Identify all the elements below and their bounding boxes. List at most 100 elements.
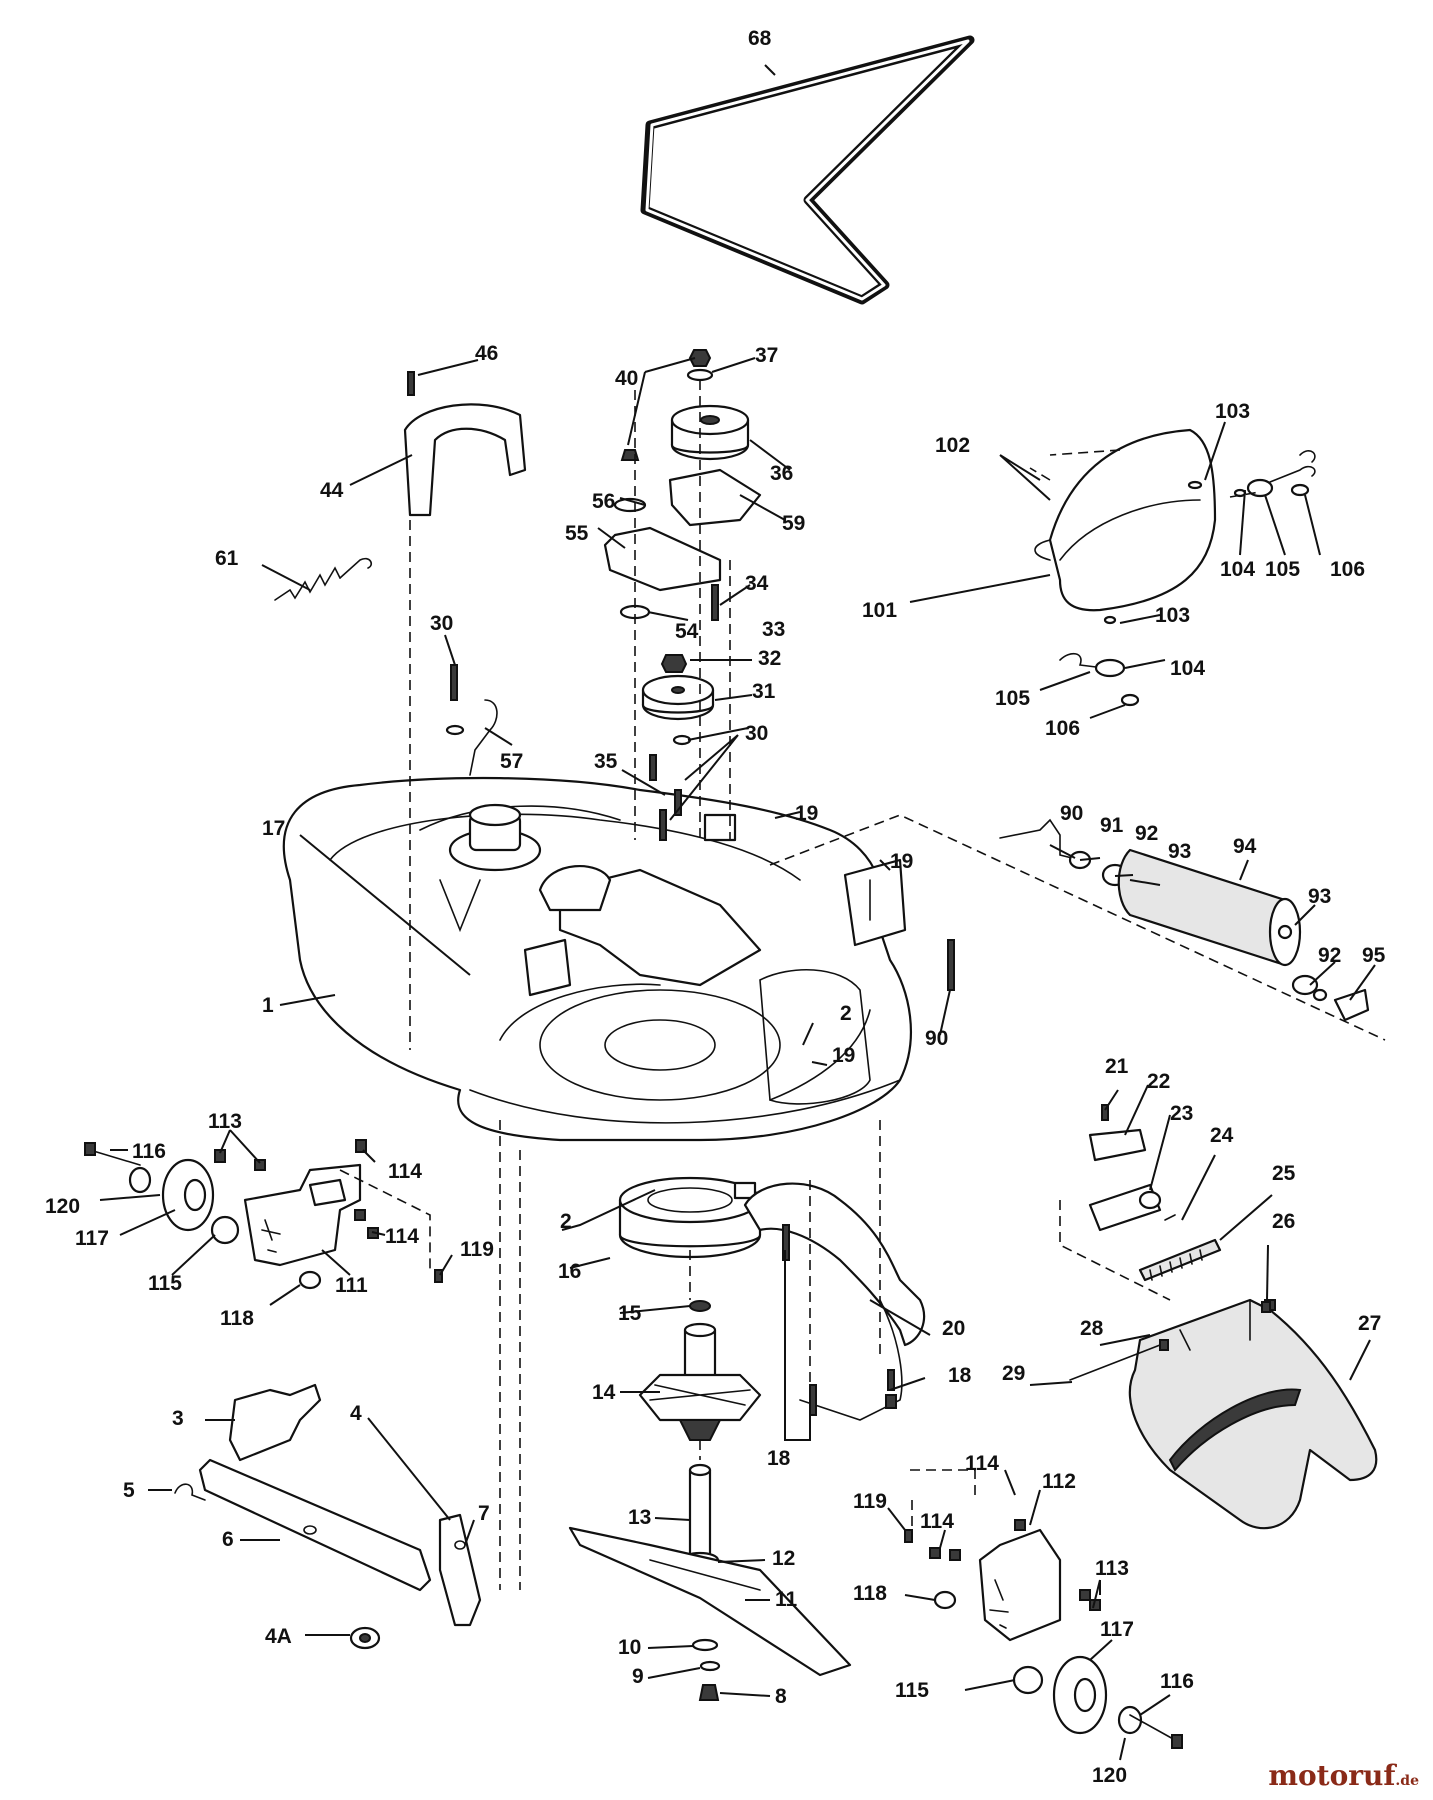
callout-21: 21 (1105, 1055, 1129, 1078)
watermark-logo: motoruf.de (1268, 1759, 1419, 1792)
callout-56: 56 (592, 490, 615, 513)
callout-59: 59 (782, 512, 805, 535)
rod-part-29 (1069, 1339, 1169, 1381)
callout-40: 40 (615, 367, 638, 390)
callout-2: 2 (840, 1002, 852, 1025)
callout-101: 101 (862, 599, 897, 622)
spring-part-25 (1138, 1214, 1222, 1282)
callout-102: 102 (935, 434, 970, 457)
callout-13: 13 (628, 1506, 651, 1529)
callout-106: 106 (1330, 558, 1365, 581)
callout-104: 104 (1220, 558, 1255, 581)
callout-36: 36 (770, 462, 793, 485)
callout-27: 27 (1358, 1312, 1381, 1335)
callout-8: 8 (775, 1685, 787, 1708)
callout-29: 29 (1002, 1362, 1025, 1385)
baffle-part-20 (743, 1182, 926, 1421)
callout-16: 16 (558, 1260, 581, 1283)
callout-57: 57 (500, 750, 523, 773)
callout-93: 93 (1168, 840, 1191, 863)
callout-55: 55 (565, 522, 589, 545)
spring-part-61 (274, 557, 372, 601)
roller-part-94 (947, 818, 1370, 1022)
callout-115b: 119 (853, 1490, 887, 1513)
callout-34: 34 (745, 572, 769, 595)
callout-14: 14 (592, 1381, 616, 1404)
callout-18b: 18 (767, 1447, 791, 1470)
gauge-wheel-right (904, 1519, 1183, 1749)
callout-37: 37 (755, 344, 778, 367)
callout-15: 15 (618, 1302, 642, 1325)
callout-30b: 30 (430, 612, 453, 635)
callout-3: 3 (172, 1407, 184, 1430)
callout-22: 22 (1147, 1070, 1170, 1093)
callout-114d: 114 (920, 1510, 954, 1533)
blade-part-11 (568, 1463, 852, 1701)
callout-68: 68 (748, 27, 772, 50)
callout-116: 116 (132, 1140, 166, 1163)
callout-12: 12 (772, 1547, 795, 1570)
callout-2b: 2 (560, 1210, 572, 1233)
assembly-lines (339, 380, 1386, 1590)
callout-61: 61 (215, 547, 239, 570)
callout-103: 103 (1215, 400, 1250, 423)
callout-19c: 19 (832, 1044, 855, 1067)
callout-90b: 90 (925, 1027, 948, 1050)
callout-33: 33 (762, 618, 785, 641)
callout-35: 35 (594, 750, 618, 773)
callout-106b: 106 (1045, 717, 1080, 740)
callout-93b: 93 (1308, 885, 1331, 908)
callout-90: 90 (1060, 802, 1083, 825)
callouts: 68 46 40 37 36 59 56 55 34 54 33 32 31 3… (45, 27, 1386, 1787)
callout-116b: 116 (1160, 1670, 1194, 1693)
callout-17: 17 (262, 817, 285, 840)
watermark-tld: .de (1395, 1773, 1419, 1789)
callout-92: 92 (1135, 822, 1158, 845)
callout-119: 115 (148, 1272, 182, 1295)
callout-95: 95 (1362, 944, 1386, 967)
pulley-stack (603, 349, 762, 841)
callout-118b: 118 (853, 1582, 887, 1605)
callout-113b: 113 (1095, 1557, 1129, 1580)
callout-19: 19 (795, 802, 818, 825)
callout-10: 10 (618, 1636, 641, 1659)
belt-part-68 (640, 35, 975, 305)
callout-120: 120 (45, 1195, 80, 1218)
callout-24: 24 (1210, 1124, 1234, 1147)
callout-18: 18 (948, 1364, 972, 1387)
front-link-part-6 (174, 1383, 482, 1650)
callout-113: 113 (208, 1110, 242, 1133)
callout-26: 26 (1272, 1210, 1295, 1233)
callout-46: 46 (475, 342, 498, 365)
callout-120b: 120 (1092, 1764, 1127, 1787)
deck-housing-part-1 (282, 776, 912, 1142)
spindle-part-14 (638, 1300, 762, 1441)
callout-30: 30 (745, 722, 768, 745)
callout-112: 112 (1042, 1470, 1076, 1493)
callout-54: 54 (675, 620, 699, 643)
callout-91: 91 (1100, 814, 1124, 837)
deflector-part-101 (1034, 428, 1217, 625)
callout-104b: 104 (1170, 657, 1205, 680)
callout-94: 94 (1233, 835, 1257, 858)
callout-118: 118 (220, 1307, 254, 1330)
belt-guard-part-44 (403, 371, 527, 517)
gauge-wheel-left (84, 1139, 443, 1290)
hinge-parts-right (1059, 450, 1316, 707)
callout-117b: 117 (1100, 1618, 1134, 1641)
callout-119b: 115 (895, 1679, 929, 1702)
watermark-brand: motoruf (1268, 1759, 1396, 1792)
callout-25: 25 (1272, 1162, 1296, 1185)
callout-114c: 114 (965, 1452, 999, 1475)
callout-32: 32 (758, 647, 781, 670)
callout-105b: 105 (995, 687, 1030, 710)
callout-114b: 114 (385, 1225, 419, 1248)
bracket-part-23 (1088, 1104, 1271, 1313)
callout-114: 114 (388, 1160, 422, 1183)
leader-lines (99, 64, 1376, 1761)
callout-103b: 103 (1155, 604, 1190, 627)
discharge-chute-part-27 (1128, 1298, 1378, 1530)
mandrel-housing-part-16 (618, 1176, 762, 1259)
callout-105: 105 (1265, 558, 1300, 581)
callout-23: 23 (1170, 1102, 1193, 1125)
